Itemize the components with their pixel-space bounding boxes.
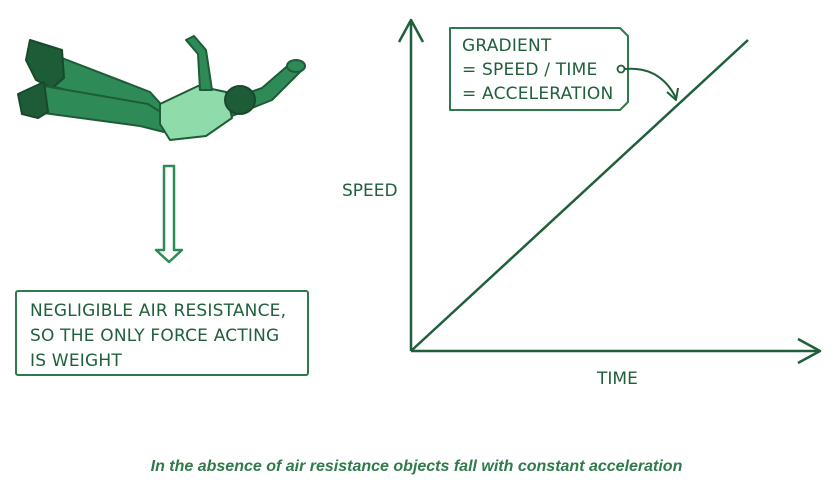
skydiver-hand <box>286 59 306 73</box>
x-axis-label: TIME <box>596 369 638 389</box>
note-line-2: SO THE ONLY FORCE ACTING <box>30 326 279 346</box>
speed-time-line <box>410 39 749 352</box>
speed-time-graph: SPEED TIME GRADIENT = SPEED / TIME = ACC… <box>342 18 822 389</box>
callout-pointer-arrow <box>624 67 677 99</box>
skydiver-illustration <box>17 35 306 141</box>
y-axis-arrowhead <box>397 18 425 43</box>
skydiver-shirt <box>159 85 233 141</box>
note-line-1: NEGLIGIBLE AIR RESISTANCE, <box>30 301 286 321</box>
callout-line-3: = ACCELERATION <box>462 84 613 104</box>
skydiver-shoe-back <box>25 39 65 89</box>
x-axis-arrowhead <box>797 337 822 365</box>
callout-pointer-arrowhead <box>666 87 679 101</box>
y-axis-label: SPEED <box>342 181 398 201</box>
skydiver-head <box>224 85 256 115</box>
weight-arrow <box>154 164 184 264</box>
note-line-3: IS WEIGHT <box>30 351 122 371</box>
note-box: NEGLIGIBLE AIR RESISTANCE, SO THE ONLY F… <box>15 290 309 376</box>
skydiver-shoe-front <box>17 81 49 119</box>
callout-pin <box>616 64 626 74</box>
skydiver-arm-raised <box>185 35 213 91</box>
callout-line-1: GRADIENT <box>462 36 552 56</box>
callout-line-2: = SPEED / TIME <box>462 60 597 80</box>
figure-caption: In the absence of air resistance objects… <box>150 458 683 475</box>
gradient-callout: GRADIENT = SPEED / TIME = ACCELERATION <box>449 27 679 111</box>
